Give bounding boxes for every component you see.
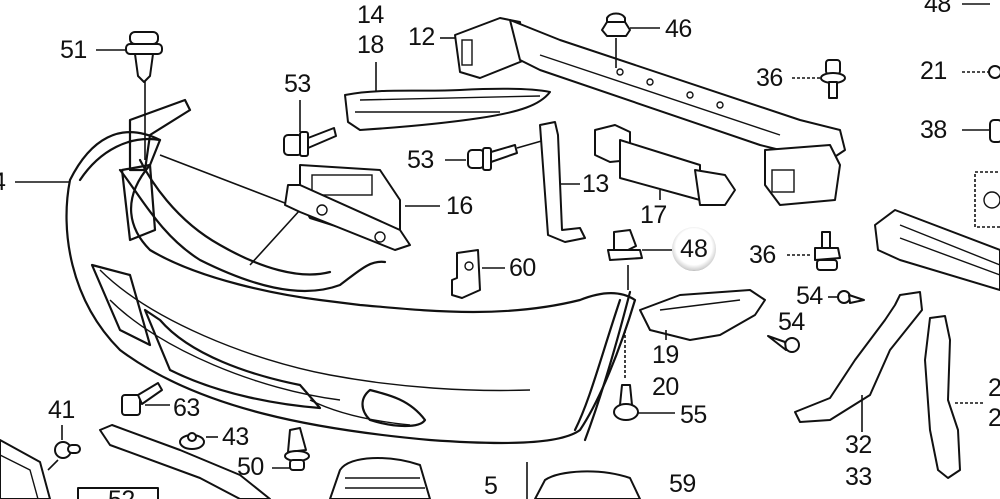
absorber-17[interactable] <box>594 124 736 206</box>
center-bracket-16[interactable] <box>284 164 440 251</box>
bolt-washer-63[interactable] <box>121 382 170 416</box>
nut-43[interactable] <box>179 432 218 450</box>
callout-20[interactable]: 20 <box>652 373 679 401</box>
clip-48-center[interactable] <box>607 229 672 290</box>
bolt-36-upper[interactable] <box>792 59 846 99</box>
callout-19[interactable]: 19 <box>652 341 679 369</box>
detail-box <box>974 171 1000 228</box>
clip-60[interactable] <box>451 249 505 299</box>
tapping-screw-55[interactable] <box>613 384 675 421</box>
callout-53-middle[interactable]: 53 <box>407 146 434 174</box>
detail-symbol-icon <box>983 191 1000 209</box>
callout-54-upper[interactable]: 54 <box>796 282 823 310</box>
callout-2-b-partial[interactable]: 2 <box>988 404 1000 432</box>
bolt-53-middle[interactable] <box>445 139 546 171</box>
callout-18[interactable]: 18 <box>357 31 384 59</box>
callout-54-lower[interactable]: 54 <box>778 308 805 336</box>
callout-50[interactable]: 50 <box>237 453 264 481</box>
callout-48-highlighted[interactable]: 48 <box>672 227 716 271</box>
front-bumper-face[interactable] <box>65 98 637 445</box>
clip-21[interactable] <box>988 65 1000 79</box>
callout-41[interactable]: 41 <box>48 396 75 424</box>
callout-53-upper[interactable]: 53 <box>284 70 311 98</box>
tapping-screw-54-upper[interactable] <box>828 290 865 304</box>
leader-16-a <box>159 154 291 206</box>
callout-12[interactable]: 12 <box>408 23 435 51</box>
callout-32[interactable]: 32 <box>845 431 872 459</box>
callout-14[interactable]: 14 <box>357 1 384 29</box>
lower-grille-5[interactable] <box>329 457 528 499</box>
callout-51[interactable]: 51 <box>60 36 87 64</box>
callout-43[interactable]: 43 <box>222 423 249 451</box>
bolt-53-upper[interactable] <box>283 100 337 157</box>
lower-trim-strip[interactable] <box>99 424 271 499</box>
callout-52-partial[interactable]: 52 <box>108 488 135 499</box>
callout-13[interactable]: 13 <box>582 170 609 198</box>
callout-36-upper[interactable]: 36 <box>756 64 783 92</box>
callout-63[interactable]: 63 <box>173 394 200 422</box>
beam-stay-13[interactable] <box>539 121 586 243</box>
headlight-mount-bracket-14-18[interactable] <box>344 87 551 131</box>
callout-17[interactable]: 17 <box>640 201 667 229</box>
callout-5[interactable]: 5 <box>484 472 498 499</box>
partial-box-52 <box>77 487 159 499</box>
clip-38[interactable] <box>989 119 1000 143</box>
side-stay-partial[interactable] <box>924 315 985 479</box>
screw-grommet-41[interactable] <box>47 425 81 471</box>
callout-16[interactable]: 16 <box>446 192 473 220</box>
clip-50[interactable] <box>272 427 310 471</box>
callout-21[interactable]: 21 <box>920 57 947 85</box>
callout-38[interactable]: 38 <box>920 116 947 144</box>
callout-59[interactable]: 59 <box>669 470 696 498</box>
callout-33[interactable]: 33 <box>845 463 872 491</box>
upper-right-beam-partial[interactable] <box>874 209 1000 291</box>
fog-light-cover-59[interactable] <box>534 470 641 499</box>
leader-16-b <box>249 209 301 266</box>
clip-51[interactable] <box>125 31 163 83</box>
callout-48-top[interactable]: 48 <box>924 0 951 18</box>
bumper-beam-12[interactable] <box>454 17 846 206</box>
cap-nut-46[interactable] <box>601 12 660 69</box>
callout-46[interactable]: 46 <box>665 15 692 43</box>
callout-60[interactable]: 60 <box>509 254 536 282</box>
side-beam-32-33[interactable] <box>794 291 923 432</box>
callout-2-a-partial[interactable]: 2 <box>988 374 1000 402</box>
callout-36-lower[interactable]: 36 <box>749 241 776 269</box>
tapping-screw-54-lower[interactable] <box>767 335 800 353</box>
callout-4[interactable]: 4 <box>0 170 6 195</box>
side-spacer-19-20[interactable] <box>624 289 766 380</box>
bolt-36-lower[interactable] <box>787 231 841 271</box>
callout-55[interactable]: 55 <box>680 401 707 429</box>
left-housing-partial[interactable] <box>0 439 51 499</box>
left-housing-detail <box>0 454 39 499</box>
